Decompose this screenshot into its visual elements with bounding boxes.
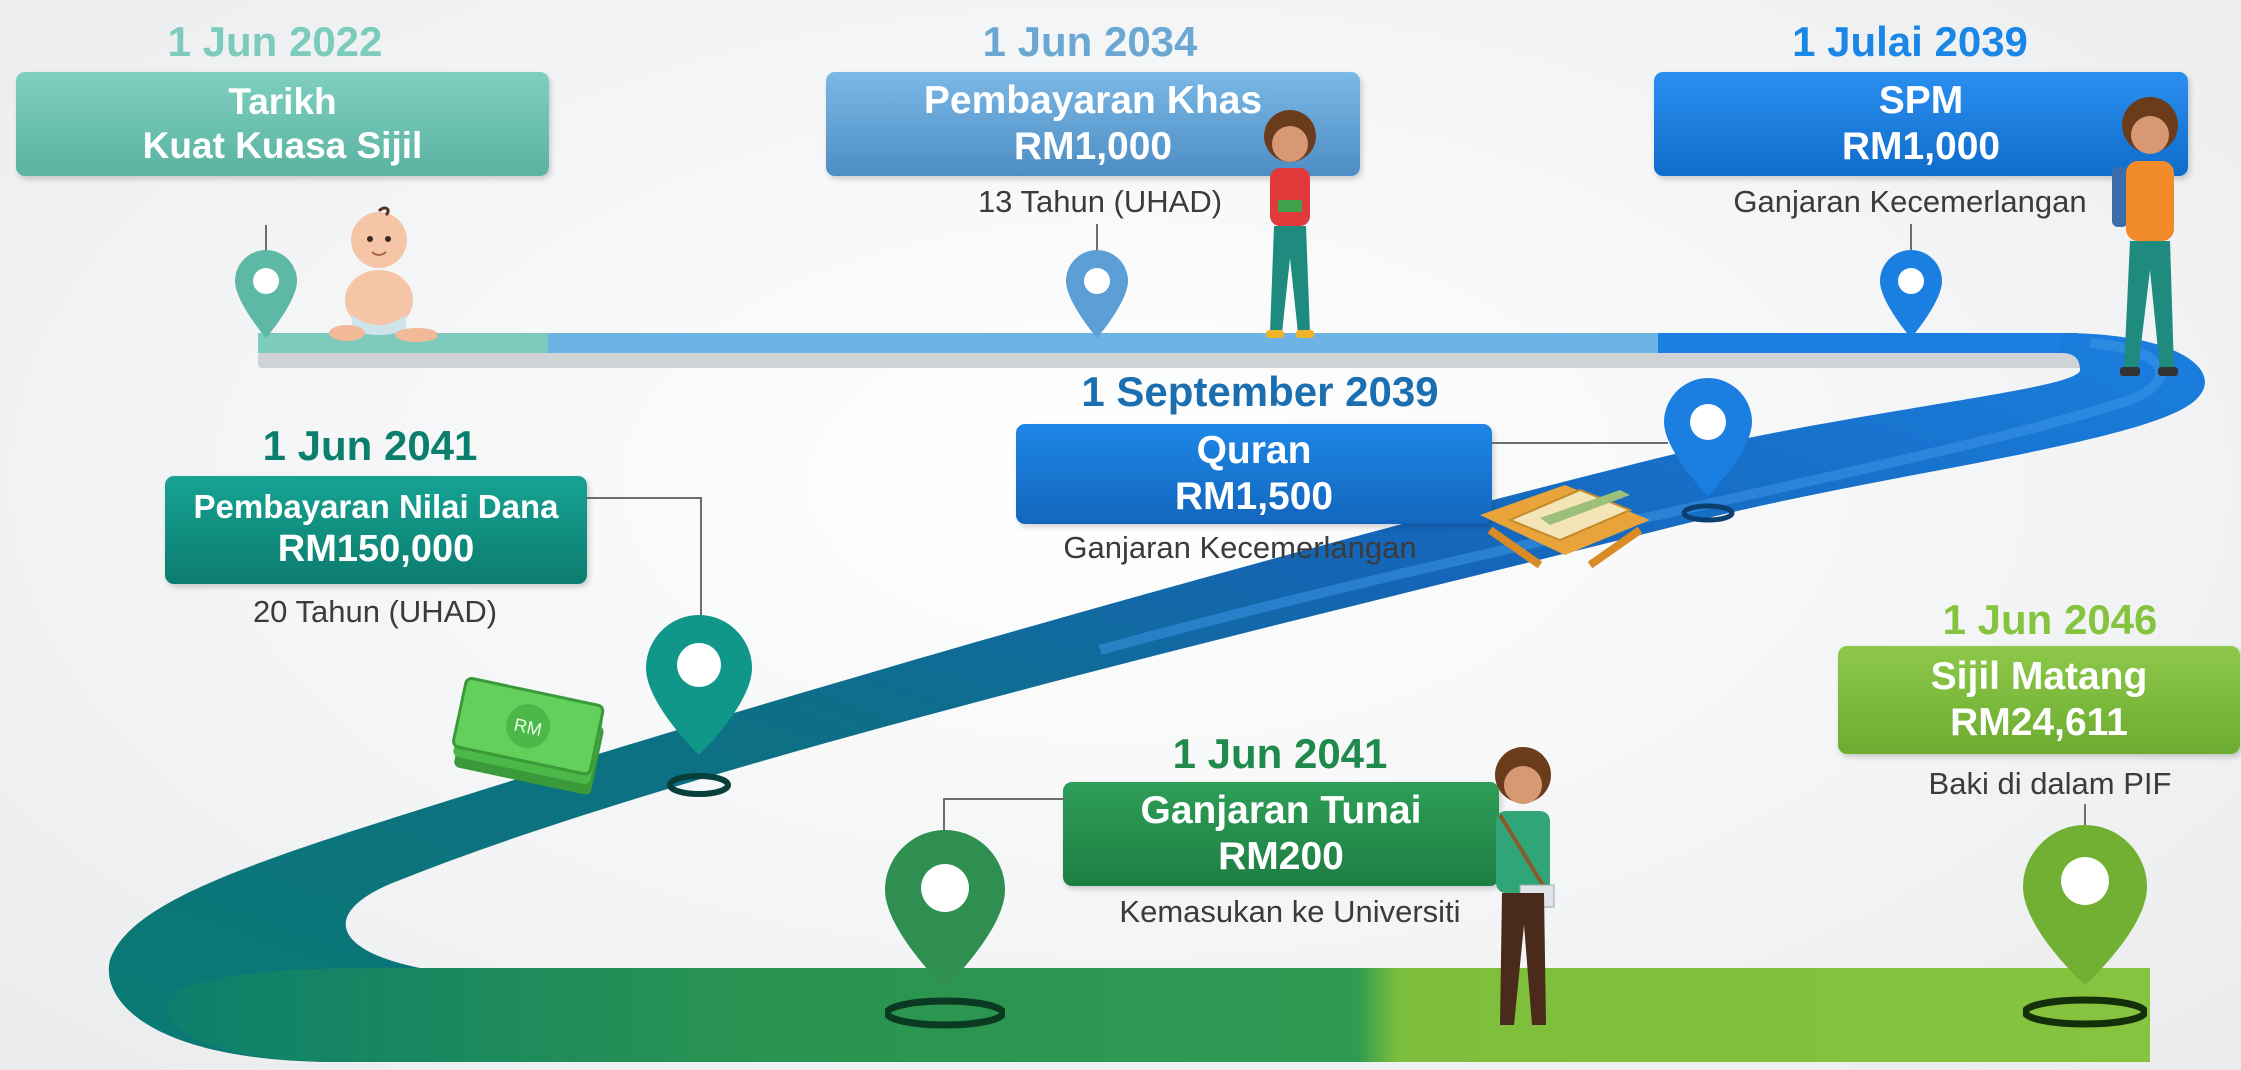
map-pin-icon xyxy=(235,250,297,338)
road-bottom xyxy=(167,968,2150,1062)
cash-banknotes-icon: RM xyxy=(452,677,605,795)
milestone-date: 1 Jun 2022 xyxy=(167,18,383,65)
connector-line xyxy=(587,497,702,619)
map-pin-icon xyxy=(885,830,1005,1029)
milestone-date: 1 Jun 2046 xyxy=(1942,596,2158,643)
connector-line xyxy=(265,225,267,251)
milestone-date: 1 Jun 2041 xyxy=(1172,730,1388,777)
map-pin-icon xyxy=(2023,825,2147,1028)
milestone-date: 1 Julai 2039 xyxy=(1792,18,2028,65)
milestone-box: SPM RM1,000 xyxy=(1654,72,2188,176)
milestone-subtitle: 13 Tahun (UHAD) xyxy=(977,184,1223,219)
milestone-value: RM1,000 xyxy=(1841,125,2001,168)
road-curve xyxy=(108,333,2205,1062)
road-top-teal xyxy=(258,333,548,353)
milestone-box: Quran RM1,500 xyxy=(1016,424,1492,524)
milestone-box: Sijil Matang RM24,611 xyxy=(1838,646,2240,754)
milestone-value: RM1,000 xyxy=(1013,125,1173,168)
milestone-title: SPM xyxy=(1878,78,1964,122)
quran-on-stand-icon xyxy=(1480,485,1650,569)
milestone-subtitle: Ganjaran Kecemerlangan xyxy=(1733,184,2087,219)
milestone-value: RM1,500 xyxy=(1174,475,1334,518)
university-student-illustration-icon xyxy=(1495,747,1555,1025)
milestone-subtitle: Kemasukan ke Universiti xyxy=(1119,894,1461,929)
milestone-date: 1 September 2039 xyxy=(1081,368,1439,415)
map-pin-icon xyxy=(646,615,752,797)
milestone-title: Pembayaran Nilai Dana xyxy=(193,488,559,526)
road-top-shadow xyxy=(258,352,2088,368)
milestone-value: RM150,000 xyxy=(277,528,475,571)
milestone-value: RM24,611 xyxy=(1950,701,2128,744)
map-pin-icon xyxy=(1880,250,1942,338)
milestone-title: Tarikh xyxy=(228,81,337,123)
milestone-subtitle: Baki di dalam PIF xyxy=(1928,766,2172,801)
connector-line xyxy=(2084,804,2086,826)
connector-line xyxy=(1492,442,1668,444)
road-top-blue xyxy=(1658,333,2078,353)
connector-line xyxy=(943,798,1065,832)
milestone-value: Kuat Kuasa Sijil xyxy=(142,125,423,166)
milestone-title: Ganjaran Tunai xyxy=(1140,788,1422,832)
milestone-subtitle: 20 Tahun (UHAD) xyxy=(252,594,498,629)
teen-with-backpack-illustration-icon xyxy=(2112,97,2178,376)
map-pin-icon xyxy=(1066,250,1128,338)
milestone-date: 1 Jun 2041 xyxy=(262,422,478,469)
child-holding-money-illustration-icon xyxy=(1264,110,1316,338)
milestone-value: RM200 xyxy=(1218,835,1344,878)
milestone-subtitle: Ganjaran Kecemerlangan xyxy=(1063,530,1417,565)
connector-line xyxy=(1096,224,1098,250)
milestone-date: 1 Jun 2034 xyxy=(982,18,1198,65)
milestone-box: Pembayaran Nilai Dana RM150,000 xyxy=(165,476,587,584)
milestone-title: Pembayaran Khas xyxy=(923,78,1263,122)
road-top-lightblue xyxy=(548,333,1658,353)
milestone-title: Sijil Matang xyxy=(1930,654,2148,698)
baby-illustration-icon xyxy=(329,206,437,342)
connector-line xyxy=(1910,224,1912,250)
milestone-box: Tarikh Kuat Kuasa Sijil xyxy=(16,72,549,176)
milestone-box: Ganjaran Tunai RM200 xyxy=(1063,782,1499,886)
map-pin-icon xyxy=(1664,378,1752,523)
milestone-title: Quran xyxy=(1196,428,1312,472)
